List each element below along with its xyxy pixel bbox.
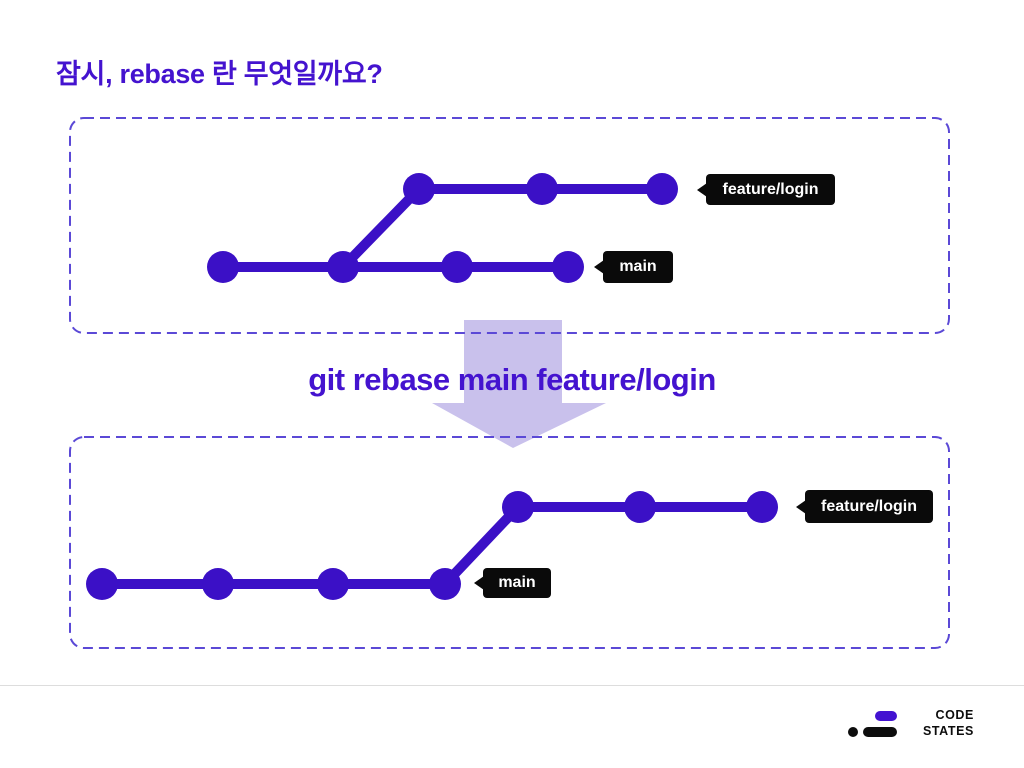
commit-node bbox=[317, 568, 349, 600]
commit-node bbox=[327, 251, 359, 283]
branch-label-text: main bbox=[498, 574, 536, 591]
commit-node bbox=[502, 491, 534, 523]
logo-wordmark: CODE STATES bbox=[923, 708, 974, 739]
rebase-command-text: git rebase main feature/login bbox=[308, 362, 716, 397]
branch-fork-line bbox=[338, 184, 424, 272]
commit-node bbox=[526, 173, 558, 205]
commit-node bbox=[403, 173, 435, 205]
slide-title: 잠시, rebase 란 무엇일까요? bbox=[56, 59, 383, 89]
commit-node bbox=[624, 491, 656, 523]
logo-text-line2: STATES bbox=[922, 723, 974, 738]
commit-node bbox=[646, 173, 678, 205]
footer-divider bbox=[0, 685, 1024, 686]
commit-node bbox=[202, 568, 234, 600]
commit-node bbox=[746, 491, 778, 523]
branch-label-feature-login-before: feature/login bbox=[706, 174, 835, 205]
down-arrow-shape bbox=[432, 320, 606, 448]
branch-label-feature-login-after: feature/login bbox=[805, 490, 933, 523]
after-rebase-graph bbox=[86, 491, 778, 600]
commit-node bbox=[207, 251, 239, 283]
branch-label-main-before: main bbox=[603, 251, 673, 283]
after-rebase-box bbox=[69, 436, 950, 649]
codestates-logo: CODE STATES bbox=[848, 707, 974, 741]
branch-label-text: main bbox=[619, 258, 657, 275]
commit-node bbox=[429, 568, 461, 600]
logo-black-pill-icon bbox=[863, 727, 897, 737]
commit-node bbox=[86, 568, 118, 600]
commit-node bbox=[441, 251, 473, 283]
before-rebase-box bbox=[69, 117, 950, 334]
branch-label-main-after: main bbox=[483, 568, 551, 598]
commit-node bbox=[552, 251, 584, 283]
rebase-join-line bbox=[440, 502, 523, 589]
logo-text-line1: CODE bbox=[935, 708, 974, 722]
logo-purple-pill-icon bbox=[875, 711, 897, 721]
before-rebase-graph bbox=[207, 173, 678, 283]
branch-label-text: feature/login bbox=[820, 497, 917, 515]
branch-label-text: feature/login bbox=[722, 180, 819, 198]
logo-dot-icon bbox=[848, 727, 858, 737]
